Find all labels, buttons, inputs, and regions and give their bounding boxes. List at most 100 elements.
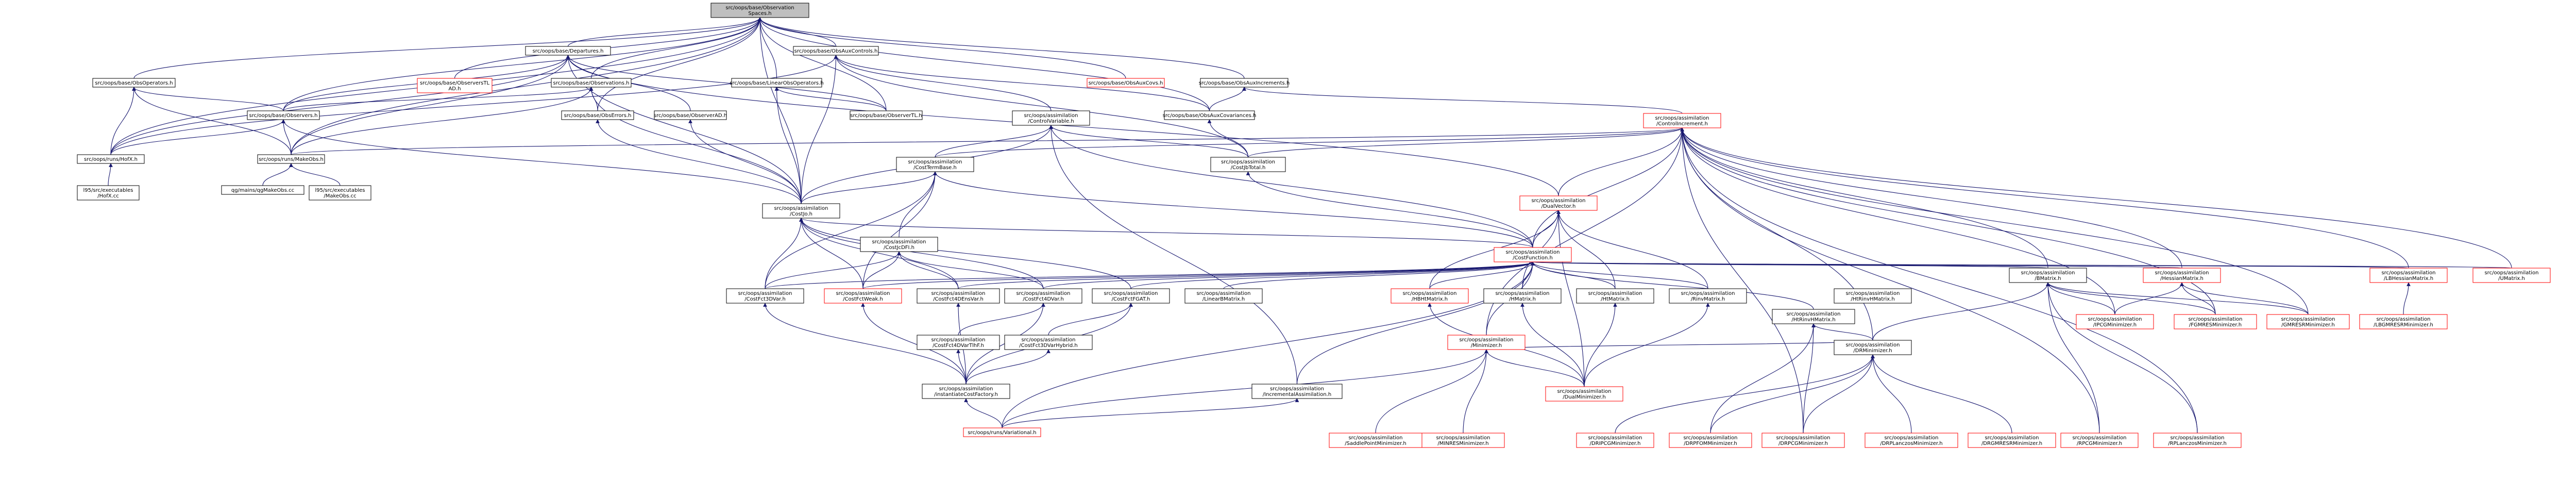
graph-node-costjo[interactable]: src/oops/assimilation/CostJo.h [762, 203, 840, 219]
node-label: /MakeObs.cc [324, 193, 356, 199]
graph-node-drplanczosminimizer[interactable]: src/oops/assimilation/DRPLanczosMinimize… [1865, 433, 1958, 448]
graph-node-costjbtotal[interactable]: src/oops/assimilation/CostJbTotal.h [1210, 157, 1286, 172]
graph-node-costfctfgat[interactable]: src/oops/assimilation/CostFctFGAT.h [1092, 288, 1170, 304]
graph-node-costfct3dvarhybrid[interactable]: src/oops/assimilation/CostFct3DVarHybrid… [1004, 335, 1093, 350]
graph-node-htmatrix[interactable]: src/oops/assimilation/HtMatrix.h [1576, 288, 1654, 304]
node-label: src/oops/assimilation [1196, 291, 1250, 296]
graph-node-linearobsoperators[interactable]: src/oops/base/LinearObsOperators.h [730, 78, 824, 88]
graph-node-costtermbase[interactable]: src/oops/assimilation/CostTermBase.h [896, 157, 974, 172]
graph-node-controlincrement[interactable]: src/oops/assimilation/ControlIncrement.h [1643, 113, 1721, 128]
graph-node-htrinvhmatrix2[interactable]: src/oops/assimilation/HtRinvHMatrix.h [1834, 288, 1912, 304]
edge-costfct3dvarhybrid-to-instantiatecostfactory [965, 349, 1050, 385]
graph-node-obsauxcovariances[interactable]: src/oops/base/ObsAuxCovariances.h [1163, 110, 1257, 120]
graph-node-instantiatecostfactory[interactable]: src/oops/assimilation/instantiateCostFac… [922, 384, 1010, 399]
graph-node-hbhmatrix[interactable]: src/oops/assimilation/HBHtMatrix.h [1391, 288, 1469, 304]
graph-node-gmresrminimizer[interactable]: src/oops/assimilation/GMRESRMinimizer.h [2266, 314, 2350, 329]
edge-hessianmatrix-to-ipcgminimizer [2114, 282, 2184, 315]
graph-node-observations[interactable]: src/oops/base/Observations.h [551, 78, 632, 88]
edge-minimizer-to-sadminimizer [1375, 349, 1488, 434]
node-box [2153, 433, 2242, 448]
graph-node-controlvariable[interactable]: src/oops/assimilation/ControlVariable.h [1012, 110, 1090, 126]
graph-node-variational[interactable]: src/oops/runs/Variational.h [963, 427, 1041, 437]
edge-controlincrement-to-gmresrminimizer [1680, 127, 2309, 315]
node-box [824, 288, 902, 304]
edge-linearobsoperators-to-costjo [774, 87, 802, 204]
edge-costfunction-to-htmatrix [1531, 261, 1616, 289]
node-label: /CostFctFGAT.h [1112, 296, 1150, 302]
graph-node-rpcgminimizer[interactable]: src/oops/assimilation/RPCGMinimizer.h [2060, 433, 2139, 448]
graph-node-hmatrix[interactable]: src/oops/assimilation/HMatrix.h [1483, 288, 1562, 304]
graph-node-dualvector[interactable]: src/oops/assimilation/DualVector.h [1519, 195, 1598, 211]
node-label: /CostFct3DVarHybrid.h [1019, 343, 1078, 349]
graph-node-hofx[interactable]: src/oops/runs/HofX.h [77, 154, 145, 164]
graph-node-costfunction[interactable]: src/oops/assimilation/CostFunction.h [1494, 247, 1572, 262]
node-label: src/oops/base/ObsOperators.h [95, 80, 173, 86]
graph-node-drpcgminimizer[interactable]: src/oops/assimilation/DRPCGMinimizer.h [1761, 433, 1845, 448]
graph-node-bmatrix[interactable]: src/oops/assimilation/BMatrix.h [2009, 268, 2087, 283]
node-label: src/oops/assimilation [1588, 435, 1642, 441]
graph-node-observertl[interactable]: src/oops/base/ObserverTL.h [850, 110, 923, 120]
graph-node-costfct4dvartlhf[interactable]: src/oops/assimilation/CostFct4DVarTlhF.h [917, 335, 1000, 350]
node-box [896, 157, 974, 172]
graph-node-sadminimizer[interactable]: src/oops/assimilation/SaddlePointMinimiz… [1329, 433, 1422, 448]
graph-node-lbgmresrminimizer[interactable]: src/oops/assimilation/LBGMRESRMinimizer.… [2359, 314, 2448, 329]
node-label: src/oops/base/ObserversTL [420, 80, 490, 86]
node-label: /CostJbTotal.h [1231, 165, 1266, 171]
graph-node-ipcgminimizer[interactable]: src/oops/assimilation/IPCGMinimizer.h [2076, 314, 2154, 329]
graph-node-minimizer[interactable]: src/oops/assimilation/Minimizer.h [1447, 335, 1526, 350]
graph-node-qnminimizer[interactable]: src/oops/assimilation/MINRESMinimizer.h [1421, 433, 1505, 448]
graph-node-obserrors[interactable]: src/oops/base/ObsErrors.h [561, 110, 634, 120]
graph-node-makeobs_cc[interactable]: qg/mains/qgMakeObs.cc [221, 185, 304, 195]
graph-node-drminimizer[interactable]: src/oops/assimilation/DRMinimizer.h [1834, 340, 1912, 355]
graph-node-dualminimizer[interactable]: src/oops/assimilation/DualMinimizer.h [1545, 386, 1623, 402]
graph-node-obsauxincrements[interactable]: src/oops/base/ObsAuxIncrements.h [1199, 78, 1290, 88]
graph-node-costfct3dvar[interactable]: src/oops/assimilation/CostFct3DVar.h [726, 288, 804, 304]
node-label: src/oops/base/Observers.h [249, 113, 318, 119]
graph-node-umatrix[interactable]: src/oops/assimilation/UMatrix.h [2472, 268, 2551, 283]
node-label: /ControlVariable.h [1028, 119, 1074, 124]
node-label: src/oops/runs/Variational.h [968, 430, 1036, 436]
edge-obsauxcontrols-to-costjo [801, 55, 838, 204]
graph-node-costjcdfi[interactable]: src/oops/assimilation/CostJcDFI.h [860, 237, 938, 252]
graph-node-obsauxcovs[interactable]: src/oops/base/ObsAuxCovs.h [1087, 78, 1165, 88]
edge-minimizer-to-dualminimizer [1484, 349, 1585, 387]
graph-node-fgmresminimizer[interactable]: src/oops/assimilation/FGMRESMinimizer.h [2174, 314, 2257, 329]
node-label: /LBGMRESRMinimizer.h [2374, 322, 2433, 328]
node-label: /DRMinimizer.h [1853, 348, 1892, 354]
graph-node-obsauxcontrols[interactable]: src/oops/base/ObsAuxControls.h [793, 46, 879, 56]
node-label: /CostFunction.h [1513, 255, 1553, 261]
graph-node-costfctweak[interactable]: src/oops/assimilation/CostFctWeak.h [824, 288, 902, 304]
node-label: src/oops/assimilation [1016, 291, 1070, 296]
node-label: src/oops/assimilation [2484, 270, 2538, 276]
node-label: src/oops/assimilation [1436, 435, 1490, 441]
graph-node-costfct4dvar[interactable]: src/oops/assimilation/CostFct4DVar.h [1004, 288, 1082, 304]
graph-node-departures[interactable]: src/oops/base/Departures.h [525, 46, 611, 56]
graph-node-drpcgminimizer2[interactable]: src/oops/assimilation/DRIPCGMinimizer.h [1576, 433, 1654, 448]
graph-node-rpllminimizer[interactable]: src/oops/assimilation/RPLanczosMinimizer… [2153, 433, 2242, 448]
graph-node-ldbmatrix[interactable]: src/oops/assimilation/LinearBMatrix.h [1184, 288, 1263, 304]
node-label: /HessianMatrix.h [2160, 276, 2204, 282]
graph-node-lbhessianmatrix[interactable]: src/oops/assimilation/LBHessianMatrix.h [2369, 268, 2448, 283]
edge-drminimizer-to-drpfomminimizer [1710, 354, 1875, 434]
node-box [1576, 288, 1654, 304]
edge-costfct3dvar-to-instantiatecostfactory [763, 303, 967, 385]
graph-node-costfct4densvar[interactable]: src/oops/assimilation/CostFct4DEnsVar.h [917, 288, 1000, 304]
graph-node-observeradtl[interactable]: src/oops/base/ObserverAD.h [654, 110, 727, 120]
graph-node-observers[interactable]: src/oops/base/Observers.h [247, 110, 320, 120]
graph-node-drpfomminimizer[interactable]: src/oops/assimilation/DRPFOMMinimizer.h [1669, 433, 1752, 448]
graph-node-makeobs_cc2[interactable]: l95/src/executables/MakeObs.cc [309, 185, 371, 201]
graph-node-makeobs[interactable]: src/oops/runs/MakeObs.h [257, 154, 325, 164]
graph-node-hofx_cc[interactable]: l95/src/executables/HofX.cc [77, 185, 140, 201]
node-label: src/oops/assimilation [2088, 317, 2142, 322]
node-box [963, 427, 1041, 437]
graph-node-obsoperators[interactable]: src/oops/base/ObsOperators.h [92, 78, 176, 88]
node-box [2369, 268, 2448, 283]
graph-node-incrementalassim[interactable]: src/oops/assimilation/IncrementalAssimil… [1251, 384, 1343, 399]
graph-node-hessianmatrix[interactable]: src/oops/assimilation/HessianMatrix.h [2143, 268, 2221, 283]
node-label: src/oops/base/Departures.h [533, 48, 604, 54]
node-label: src/oops/assimilation [1786, 311, 1840, 317]
graph-node-htrinvhmatrix[interactable]: src/oops/assimilation/HtRinvHMatrix.h [1772, 309, 1855, 324]
graph-node-rinvmatrix[interactable]: src/oops/assimilation/RinvMatrix.h [1669, 288, 1747, 304]
graph-node-drgmresrminimizer[interactable]: src/oops/assimilation/DRGMRESRMinimizer.… [1968, 433, 2056, 448]
